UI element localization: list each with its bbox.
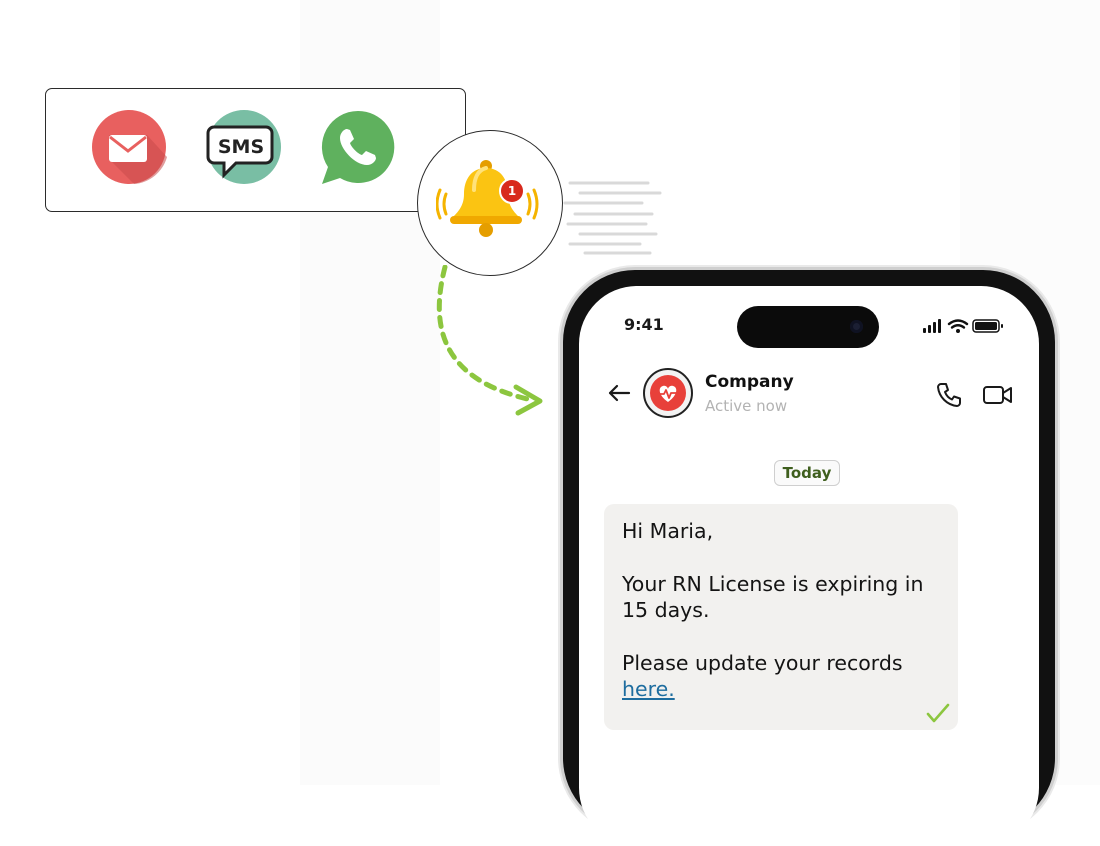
bell-icon xyxy=(436,160,539,237)
flow-arrow xyxy=(436,265,543,416)
phone-screen: 9:41 Comp xyxy=(579,286,1039,846)
phone-side-button xyxy=(1053,590,1058,710)
sms-label: SMS xyxy=(218,136,264,158)
motion-lines xyxy=(563,181,662,255)
phone-call-icon[interactable] xyxy=(935,381,963,409)
phone-frame: 9:41 Comp xyxy=(563,270,1055,846)
phone-side-button xyxy=(558,635,563,713)
email-icon[interactable] xyxy=(89,107,169,187)
sms-icon[interactable]: SMS xyxy=(204,107,284,187)
channels-panel: SMS xyxy=(45,88,466,212)
delivered-check-icon xyxy=(926,703,950,723)
phone-side-button xyxy=(558,458,563,506)
status-time: 9:41 xyxy=(624,315,664,334)
message-cta: Please update your records xyxy=(622,651,903,675)
contact-status: Active now xyxy=(705,397,788,415)
battery-icon xyxy=(972,319,1003,333)
video-call-icon[interactable] xyxy=(982,383,1014,407)
contact-name[interactable]: Company xyxy=(705,372,794,392)
heart-pulse-icon xyxy=(650,375,686,411)
wifi-icon xyxy=(947,319,969,329)
signal-icon xyxy=(923,319,941,333)
camera-icon xyxy=(850,320,863,333)
day-separator: Today xyxy=(774,460,840,486)
message-bubble: Hi Maria, Your RN License is expiring in… xyxy=(604,504,958,730)
message-greeting: Hi Maria, xyxy=(622,519,714,543)
back-arrow-icon[interactable] xyxy=(607,384,631,402)
message-body: Your RN License is expiring in 15 days. xyxy=(622,572,924,622)
avatar[interactable] xyxy=(643,368,693,418)
notification-badge: 1 xyxy=(499,178,525,204)
dynamic-island xyxy=(737,306,879,348)
phone-side-button xyxy=(558,540,563,618)
notification-bubble[interactable]: 1 xyxy=(417,130,563,276)
whatsapp-icon[interactable] xyxy=(318,107,398,187)
status-icons xyxy=(923,319,1003,333)
update-records-link[interactable]: here. xyxy=(622,677,675,701)
